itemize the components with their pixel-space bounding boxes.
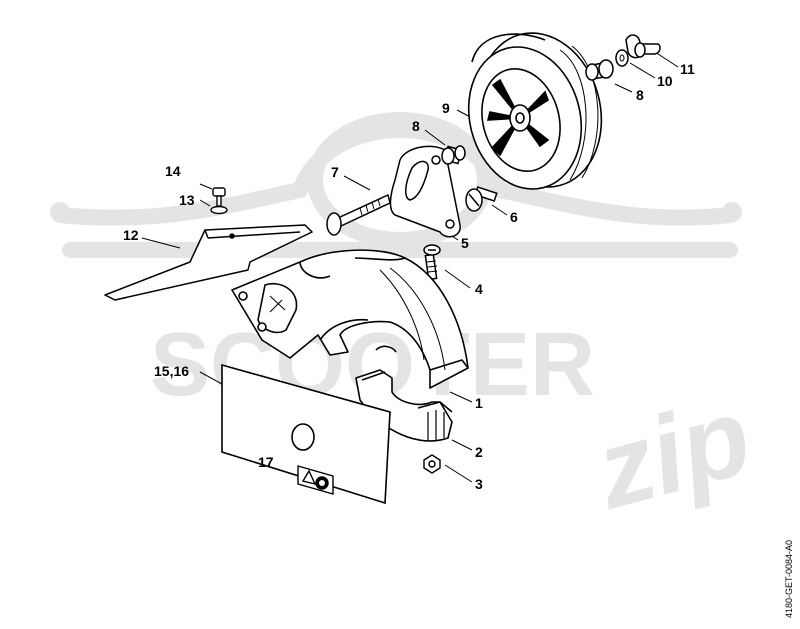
callout-labels: 1 2 3 4 5 6 7 8 8 9 10 11 12 13 14 15,16… (123, 61, 695, 492)
part-3-nut (423, 454, 441, 474)
drawing-code: 4180-GET-0084-A0 (784, 540, 794, 618)
callout-14: 14 (165, 163, 181, 179)
callout-8-spacer: 8 (636, 87, 644, 103)
watermark-right-knob (722, 202, 742, 222)
callout-8-sleeve: 8 (412, 118, 420, 134)
part-5-adjusting-plate (389, 145, 461, 238)
part-15-16-flap (221, 363, 391, 505)
part-8-spacer-right (585, 59, 614, 81)
part-1-housing (231, 249, 469, 389)
callout-3: 3 (475, 476, 483, 492)
part-8-sleeve-left (441, 145, 466, 165)
watermark-left-knob (50, 202, 70, 222)
callout-7: 7 (331, 164, 339, 180)
callout-1: 1 (475, 395, 483, 411)
watermark-scooter-logo (52, 112, 738, 258)
callout-5: 5 (461, 235, 469, 251)
callout-10: 10 (657, 73, 673, 89)
callout-6: 6 (510, 209, 518, 225)
part-10-washer-hole (619, 54, 625, 62)
part-11-wing-nut (625, 34, 661, 59)
part-6-screw (465, 186, 498, 212)
callout-17: 17 (258, 454, 274, 470)
callout-2: 2 (475, 444, 483, 460)
callout-11: 11 (680, 61, 695, 77)
part-4-screw (423, 244, 441, 281)
part-17-warning-label (297, 465, 334, 495)
watermark: SCOOTER zip (50, 112, 763, 533)
callout-13: 13 (179, 192, 195, 208)
leader-lines (141, 51, 679, 483)
part-14-screw (212, 187, 226, 207)
part-2-clamp (355, 369, 453, 442)
callout-12: 12 (123, 227, 139, 243)
part-13-washer (210, 205, 228, 215)
callout-4: 4 (475, 281, 483, 297)
part-9-wheel (467, 32, 603, 190)
part-12-deflector-plate (104, 224, 313, 301)
watermark-script-text: zip (583, 374, 763, 533)
callout-15-16: 15,16 (154, 363, 189, 379)
callout-9: 9 (442, 100, 450, 116)
